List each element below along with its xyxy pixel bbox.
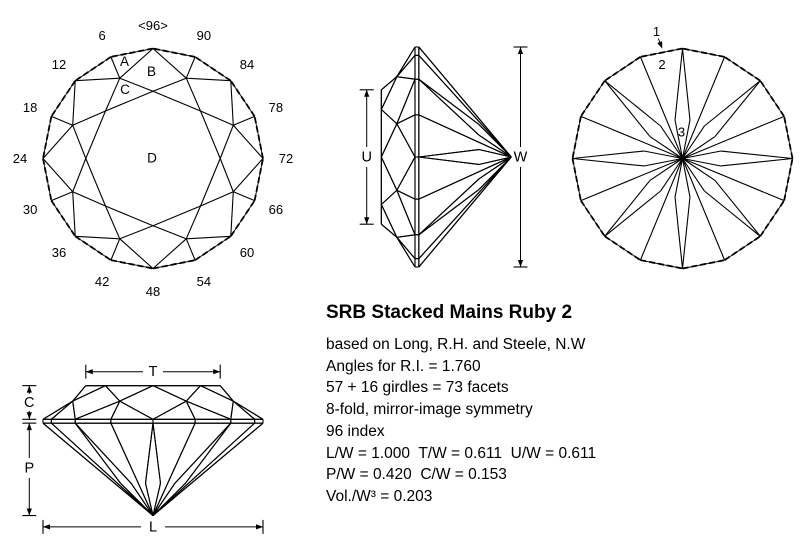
crown-index-label-42: 42 — [95, 274, 109, 289]
stat-facet-count: 57 + 16 girdles = 73 facets — [326, 379, 509, 397]
title-block: SRB Stacked Mains Ruby 2 based on Long, … — [326, 301, 796, 508]
dimension-label-T: T — [149, 364, 158, 380]
crown-index-label-6: 6 — [98, 28, 105, 43]
crown-index-label-36: 36 — [52, 245, 66, 260]
stat-angles-ri: Angles for R.I. = 1.760 — [326, 357, 481, 375]
dimension-label-L: L — [149, 519, 157, 535]
stat-symmetry: 8-fold, mirror-image symmetry — [326, 401, 533, 419]
stat-based-on: based on Long, R.H. and Steele, N.W — [326, 336, 586, 353]
crown-facet-label-C: C — [120, 82, 130, 97]
stat-volume: Vol./W³ = 0.203 — [326, 487, 433, 505]
dimension-annotations: T L C P U W — [22, 46, 528, 535]
stat-ratios-2: P/W = 0.420 C/W = 0.153 — [326, 466, 507, 484]
crown-index-label-12: 12 — [52, 57, 66, 72]
crown-index-label-96: <96> — [138, 18, 168, 33]
facet-labels: A B C D 2 3 1 <96> 6 12 18 24 30 36 42 48 54 60 66 72 78 84 90 — [13, 18, 685, 299]
stat-index: 96 index — [326, 422, 385, 440]
crown-index-label-48: 48 — [146, 284, 160, 299]
crown-index-label-24: 24 — [13, 151, 27, 166]
pavilion-view-diagram — [571, 47, 794, 270]
dimension-label-C: C — [24, 395, 34, 411]
design-title: SRB Stacked Mains Ruby 2 — [326, 302, 573, 323]
elevation-view-diagram — [42, 385, 264, 516]
crown-index-label-60: 60 — [240, 245, 254, 260]
crown-index-label-72: 72 — [279, 151, 293, 166]
crown-facet-label-D: D — [147, 151, 157, 166]
crown-index-label-18: 18 — [23, 100, 37, 115]
pavilion-facet-label-1: 1 — [653, 24, 660, 39]
dimension-label-U: U — [361, 150, 371, 166]
crown-index-label-66: 66 — [269, 202, 283, 217]
crown-index-label-54: 54 — [197, 274, 211, 289]
crown-facet-label-B: B — [147, 64, 156, 79]
crown-facet-label-A: A — [120, 54, 129, 69]
pavilion-facet-label-2: 2 — [658, 57, 665, 72]
stat-ratios-1: L/W = 1.000 T/W = 0.611 U/W = 0.611 — [326, 444, 597, 462]
crown-index-label-90: 90 — [197, 28, 211, 43]
dimension-label-W: W — [514, 150, 528, 166]
crown-index-label-78: 78 — [269, 100, 283, 115]
dimension-label-P: P — [24, 461, 34, 477]
profile-view-diagram — [380, 46, 512, 268]
pavilion-facet-label-3: 3 — [678, 125, 685, 140]
crown-view-diagram — [42, 47, 264, 270]
crown-index-label-84: 84 — [240, 57, 254, 72]
crown-index-label-30: 30 — [23, 202, 37, 217]
